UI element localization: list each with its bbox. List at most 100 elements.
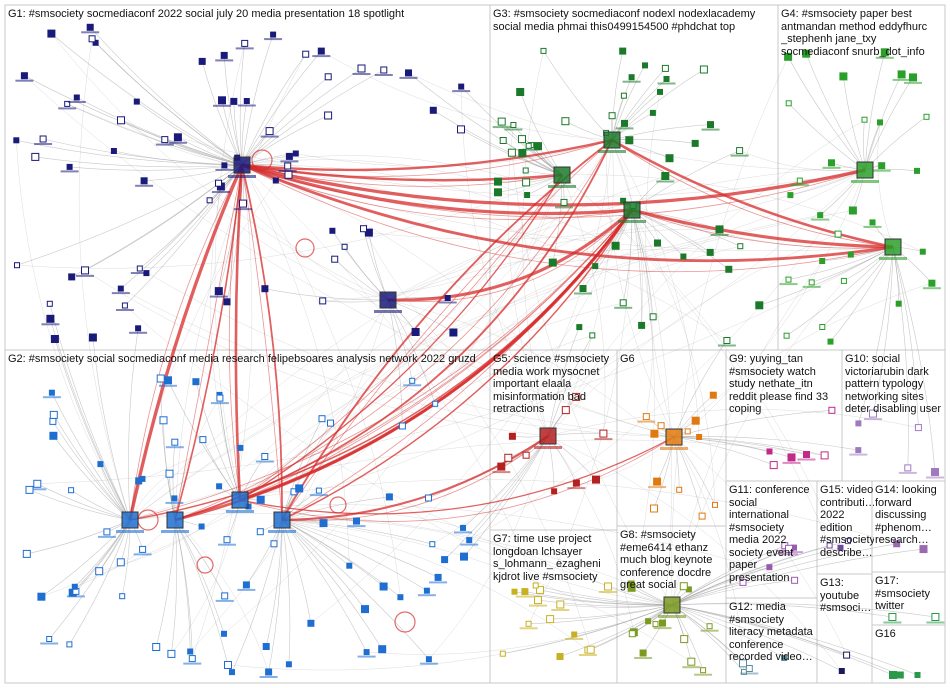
grey-edge — [51, 33, 243, 166]
node-caption-mark — [399, 76, 418, 79]
node-g3 — [576, 324, 583, 331]
grey-edge — [281, 519, 367, 653]
node-g1 — [317, 47, 325, 55]
node-g6 — [696, 434, 703, 440]
node-g1 — [341, 243, 348, 250]
node-caption-mark — [701, 128, 720, 131]
grey-edge — [673, 340, 728, 438]
node-caption-mark — [419, 662, 438, 665]
grey-edge — [174, 397, 221, 521]
node-g1 — [14, 262, 20, 269]
node-g2 — [156, 374, 165, 383]
node-caption-mark — [165, 501, 184, 504]
node-caption-mark — [730, 154, 749, 157]
node-g2 — [261, 453, 269, 460]
grey-edge — [673, 436, 807, 455]
node-g2 — [159, 416, 168, 425]
node-g1 — [270, 31, 277, 38]
node-g3 — [723, 337, 731, 344]
grey-edge — [408, 72, 866, 171]
node-g3 — [499, 137, 507, 144]
node-caption-mark — [785, 551, 803, 554]
node-g5 — [497, 462, 506, 471]
node-g3 — [725, 265, 733, 273]
node-g2 — [441, 556, 449, 564]
node-caption-mark — [255, 460, 274, 463]
node-g1 — [39, 135, 47, 143]
grey-edge — [53, 414, 131, 521]
grey-edge — [227, 604, 673, 671]
grey-edge — [129, 214, 821, 521]
grey-edge — [673, 436, 859, 451]
node-caption-mark — [615, 127, 634, 130]
node-g1 — [411, 328, 420, 336]
node-caption-mark — [417, 594, 436, 597]
grey-edge — [877, 122, 894, 248]
node-caption-mark — [519, 627, 538, 630]
node-g2 — [315, 487, 322, 494]
grey-edge — [120, 164, 243, 289]
hub-node — [233, 156, 251, 174]
node-caption-mark — [218, 543, 236, 546]
grey-edge — [671, 604, 901, 676]
grey-edge — [124, 164, 243, 306]
grey-edge — [53, 435, 131, 521]
grey-edge — [830, 246, 894, 342]
node-g11 — [791, 576, 799, 584]
node-g2 — [198, 523, 205, 530]
node-g9 — [820, 451, 829, 460]
node-caption-mark — [578, 654, 597, 656]
node-g2 — [37, 592, 46, 601]
hub-caption-mark — [660, 447, 688, 450]
grey-edge — [74, 519, 176, 588]
node-g4 — [802, 49, 811, 58]
grey-edge — [671, 604, 918, 676]
node-caption-mark — [904, 81, 922, 84]
node-caption-mark — [213, 104, 231, 107]
node-g3 — [510, 122, 517, 128]
grey-edge — [864, 52, 886, 171]
group-label-g9: G9: yuying_tan #smsociety watch study ne… — [729, 353, 829, 415]
grey-edge — [281, 519, 692, 662]
node-g2 — [152, 643, 161, 651]
node-g6 — [657, 422, 665, 430]
node-g8 — [627, 580, 635, 588]
node-caption-mark — [622, 80, 641, 83]
red-edge — [281, 209, 633, 521]
grey-edge — [565, 139, 614, 411]
node-g1 — [64, 100, 71, 107]
node-g1 — [173, 133, 182, 142]
grey-edge — [671, 547, 841, 606]
node-g6 — [650, 429, 659, 438]
node-caption-mark — [76, 274, 94, 277]
node-caption-mark — [710, 233, 729, 236]
grey-edge — [171, 519, 178, 654]
group-label-g7: G7: time use project longdoan lchsayer s… — [493, 533, 601, 583]
node-g2 — [187, 648, 194, 655]
node-g2 — [319, 519, 328, 528]
node-g4 — [819, 258, 826, 264]
node-g2 — [378, 645, 387, 654]
node-caption-mark — [347, 525, 366, 528]
grey-edge — [129, 504, 795, 581]
node-g2 — [167, 649, 176, 658]
node-g4 — [923, 113, 930, 120]
node-g8 — [687, 657, 696, 666]
grey-edge — [99, 499, 241, 572]
group-label-g13: G13: youtube #smsoci… — [820, 577, 872, 614]
grey-edge — [223, 55, 243, 166]
node-g4 — [828, 159, 835, 167]
node-caption-mark — [460, 543, 479, 546]
grey-edge — [24, 75, 675, 438]
node-g2 — [425, 494, 432, 502]
node-g2 — [192, 378, 200, 386]
node-g2 — [385, 493, 393, 501]
node-caption-mark — [81, 31, 100, 34]
grey-edge — [631, 209, 716, 505]
node-caption-mark — [594, 438, 613, 441]
node-g2 — [25, 485, 34, 494]
node-g2 — [221, 592, 229, 600]
node-g3 — [619, 47, 627, 55]
grey-edge — [35, 156, 243, 168]
